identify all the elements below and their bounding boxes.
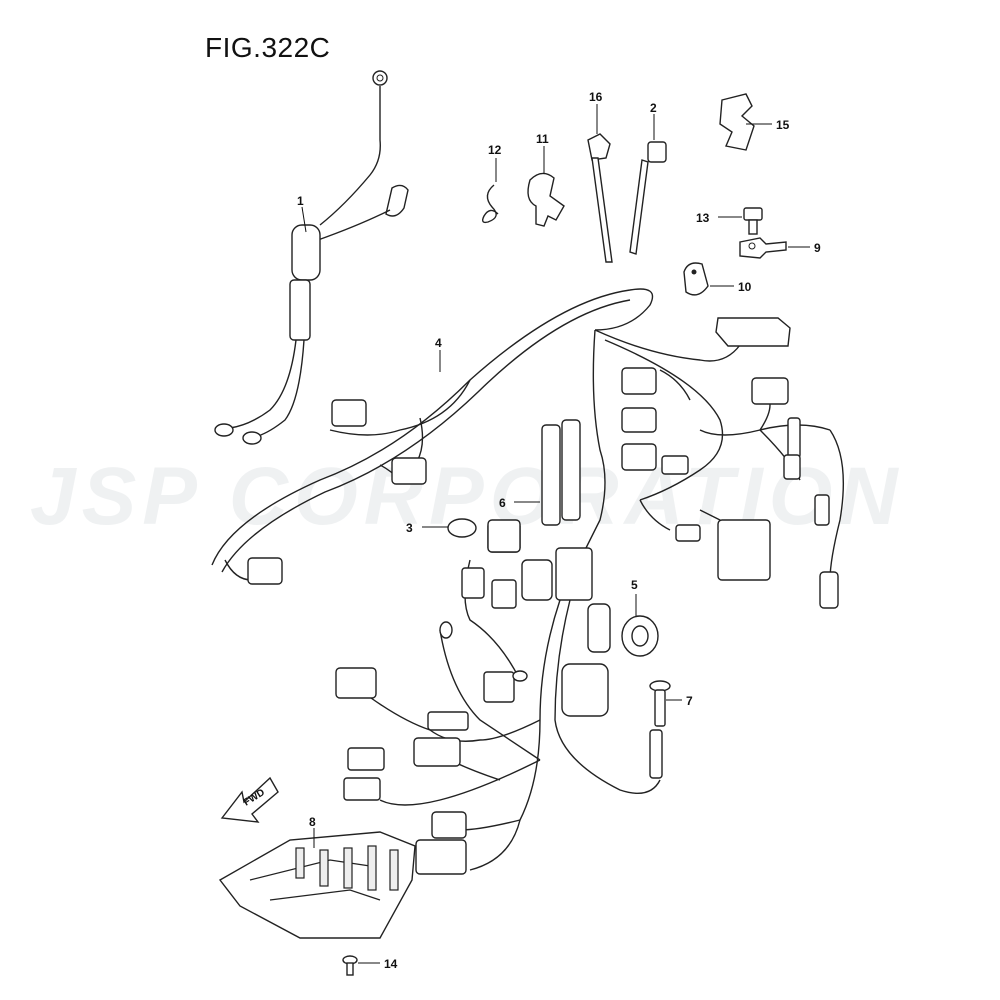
part-6-sensor[interactable] — [541, 419, 581, 526]
callout-15: 15 — [776, 118, 790, 132]
callout-4: 4 — [435, 336, 442, 350]
part-12-clip[interactable] — [481, 184, 499, 224]
part-11-clamp[interactable] — [527, 172, 565, 227]
callout-16: 16 — [589, 90, 603, 104]
part-3-relay[interactable] — [447, 518, 521, 553]
callout-3: 3 — [406, 521, 413, 535]
part-5-grommet[interactable] — [621, 615, 659, 657]
callout-14: 14 — [384, 957, 398, 971]
part-16-cable-tie[interactable] — [587, 133, 613, 263]
part-7-screw[interactable] — [649, 680, 671, 727]
part-13-bolt[interactable] — [743, 207, 763, 235]
callout-10: 10 — [738, 280, 752, 294]
figure-title: FIG.322C — [205, 32, 331, 63]
callout-6: 6 — [499, 496, 506, 510]
callout-8: 8 — [309, 815, 316, 829]
part-1-battery-cable[interactable] — [214, 70, 409, 445]
part-9-plate[interactable] — [739, 237, 787, 259]
callouts: 1 2 3 4 5 6 7 8 9 10 11 12 13 — [297, 90, 821, 971]
part-14-screw[interactable] — [342, 955, 358, 976]
part-2-cable-tie[interactable] — [629, 141, 667, 255]
part-10-bracket[interactable] — [683, 262, 709, 296]
callout-12: 12 — [488, 143, 502, 157]
callout-2: 2 — [650, 101, 657, 115]
callout-13: 13 — [696, 211, 710, 225]
callout-1: 1 — [297, 194, 304, 208]
callout-9: 9 — [814, 241, 821, 255]
part-8-junction-cover[interactable] — [218, 831, 416, 939]
part-4-main-harness[interactable] — [211, 288, 844, 875]
callout-5: 5 — [631, 578, 638, 592]
fwd-arrow-icon: FWD — [220, 776, 279, 823]
callout-11: 11 — [536, 132, 549, 146]
callout-7: 7 — [686, 694, 693, 708]
part-15-clip[interactable] — [719, 93, 755, 151]
